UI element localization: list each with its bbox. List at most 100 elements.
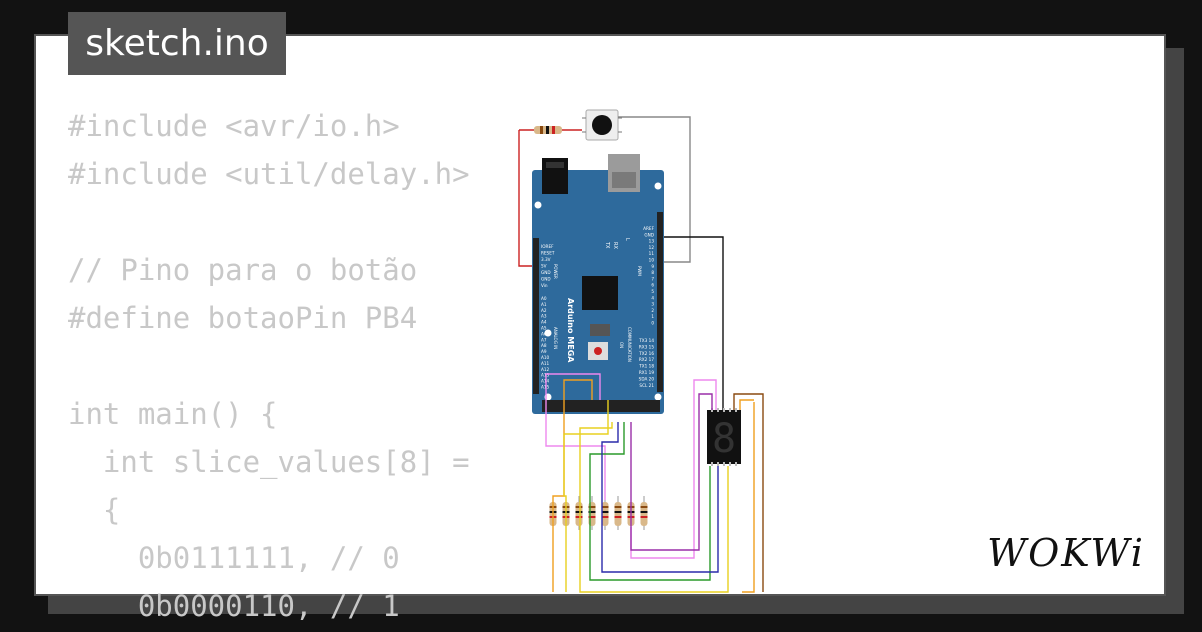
digital-pin-label: 8 bbox=[651, 270, 654, 275]
resistor-body bbox=[640, 502, 648, 526]
analog-pin-label: A0 bbox=[541, 296, 547, 301]
wokwi-logo: WOKWi bbox=[987, 531, 1143, 575]
digital-pin-label: 11 bbox=[649, 251, 655, 256]
wire-gray bbox=[618, 116, 691, 263]
digital-pin-label: 4 bbox=[651, 295, 654, 300]
code-line: // Pino para o botão bbox=[68, 253, 418, 287]
analog-pin-label: A10 bbox=[541, 355, 550, 360]
analog-pin-label: A5 bbox=[541, 326, 547, 331]
analog-pin-label: A2 bbox=[541, 308, 547, 313]
code-preview: #include <avr/io.h> #include <util/delay.… bbox=[68, 102, 470, 630]
power-pin-label: GND bbox=[541, 270, 551, 275]
seven-segment-display[interactable]: 8 bbox=[707, 408, 741, 466]
wire bbox=[733, 393, 764, 592]
digital-pin-label: 3 bbox=[651, 302, 654, 307]
resistor-band bbox=[640, 511, 648, 513]
analog-pin-label: A13 bbox=[541, 373, 550, 378]
resistor-band bbox=[601, 511, 609, 513]
digital-pin-label: 7 bbox=[651, 276, 654, 281]
display-pin bbox=[735, 408, 737, 412]
mcu-chip bbox=[582, 276, 618, 310]
code-line: 0b0000110, // 1 bbox=[68, 589, 400, 623]
resistor-band bbox=[588, 516, 596, 518]
display-pin bbox=[723, 408, 725, 412]
wire bbox=[589, 422, 711, 581]
tx-label: TX bbox=[604, 241, 610, 249]
digital-pin-label: 6 bbox=[651, 283, 654, 288]
file-tab[interactable]: sketch.ino bbox=[68, 12, 286, 75]
preview-card: #include <avr/io.h> #include <util/delay.… bbox=[34, 34, 1166, 623]
display-digit: 8 bbox=[712, 416, 736, 462]
analog-label: ANALOG IN bbox=[553, 327, 558, 349]
pwm-label: PWM bbox=[637, 266, 642, 276]
display-pin bbox=[711, 462, 713, 466]
resistor-band bbox=[575, 516, 583, 518]
digital-pin-label: 1 bbox=[651, 314, 654, 319]
wire-red bbox=[518, 130, 538, 267]
digital-pin-label: 0 bbox=[651, 321, 654, 326]
digital-pin-label: 2 bbox=[651, 308, 654, 313]
power-pin-label: RESET bbox=[541, 251, 555, 256]
comm-label: COMMUNICATION bbox=[627, 327, 632, 362]
digital-pin-label: 5 bbox=[651, 289, 654, 294]
analog-pin-label: A11 bbox=[541, 361, 550, 366]
comm-pin-label: TX3 14 bbox=[638, 338, 654, 343]
segment-resistors bbox=[549, 496, 648, 530]
rx-label: RX bbox=[612, 242, 618, 249]
resistor-band bbox=[614, 506, 622, 508]
code-line: #include <util/delay.h> bbox=[68, 157, 470, 191]
resistor-body bbox=[614, 502, 622, 526]
comm-pin-label: TX2 16 bbox=[638, 351, 654, 356]
analog-pin-label: A3 bbox=[541, 314, 547, 319]
analog-pin-label: A14 bbox=[541, 379, 550, 384]
comm-pin-label: SCL 21 bbox=[639, 383, 654, 388]
power-pin-label: GND bbox=[541, 277, 551, 282]
wire bbox=[579, 422, 729, 593]
on-label: ON bbox=[619, 342, 624, 348]
resistor-band bbox=[640, 516, 648, 518]
analog-pin-label: A4 bbox=[541, 320, 547, 325]
display-pin bbox=[717, 408, 719, 412]
wire bbox=[601, 422, 719, 573]
pullup-resistor bbox=[519, 126, 582, 134]
resistor-band bbox=[588, 511, 596, 513]
arduino-mega-board[interactable]: TX RX L Arduino MEGA POWER ANALOG IN PWM… bbox=[532, 154, 664, 414]
analog-pin-label: A8 bbox=[541, 343, 547, 348]
digital-pin-label: 10 bbox=[649, 258, 655, 263]
analog-pin-label: A9 bbox=[541, 349, 547, 354]
push-button[interactable] bbox=[582, 109, 622, 141]
digital-header bbox=[542, 400, 660, 412]
analog-pin-label: A12 bbox=[541, 367, 550, 372]
resistor-band bbox=[588, 506, 596, 508]
analog-pin-label: A1 bbox=[541, 302, 547, 307]
power-pin-label: 5V bbox=[541, 264, 547, 269]
wire bbox=[630, 379, 717, 559]
digital-pin-label: GND bbox=[644, 232, 654, 237]
code-line: #include <avr/io.h> bbox=[68, 109, 400, 143]
comm-pin-label: RX2 17 bbox=[639, 357, 654, 362]
digital-pin-label: 9 bbox=[651, 264, 654, 269]
display-pin bbox=[723, 462, 725, 466]
comm-pin-label: RX3 15 bbox=[639, 344, 654, 349]
analog-pin-label: A15 bbox=[541, 385, 550, 390]
analog-pin-label: A6 bbox=[541, 331, 547, 336]
display-pin bbox=[729, 408, 731, 412]
power-pin-label: 3.3V bbox=[541, 257, 551, 262]
segment-wires bbox=[545, 373, 764, 593]
analog-pin-label: A7 bbox=[541, 337, 547, 342]
comm-pin-label: RX1 19 bbox=[639, 370, 654, 375]
wire bbox=[545, 373, 606, 500]
comm-pin-label: SDA 20 bbox=[639, 376, 655, 381]
digital-pin-label: 13 bbox=[649, 239, 655, 244]
code-line: #define botaoPin PB4 bbox=[68, 301, 418, 335]
power-pin-label: IOREF bbox=[541, 244, 554, 249]
power-pin-label: Vin bbox=[541, 283, 548, 288]
digital-pin-label: AREF bbox=[643, 226, 654, 231]
digital-pin-label: 12 bbox=[649, 245, 655, 250]
resistor-band bbox=[601, 506, 609, 508]
wire bbox=[742, 402, 755, 593]
code-line: int slice_values[8] = bbox=[68, 445, 470, 479]
board-name: Arduino MEGA bbox=[566, 298, 575, 363]
code-line: { bbox=[68, 493, 121, 527]
